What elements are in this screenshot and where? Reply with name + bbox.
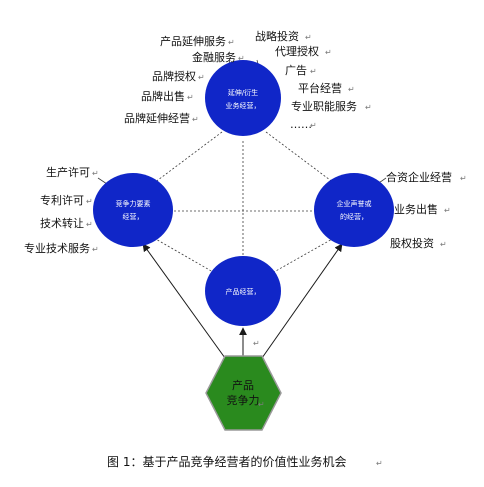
labels-top-left: 产品延伸服务 金融服务 品牌授权 品牌出售 品牌延伸经营 (124, 34, 236, 125)
connector-top-right (265, 131, 335, 184)
hexagon-shape (205, 355, 282, 431)
node-text-line1: 竞争力要素 (116, 199, 151, 208)
return-mark: ↵ (238, 54, 245, 63)
label-brand-license: 品牌授权 (152, 69, 196, 83)
return-marks-left: ↵ ↵ ↵ ↵ (86, 169, 99, 254)
label-tech-transfer: 技术转让 (40, 216, 84, 230)
return-marks-top-left: ↵ ↵ ↵ ↵ ↵ (187, 38, 245, 124)
return-mark: ↵ (92, 245, 99, 254)
return-mark: ↵ (325, 48, 332, 57)
node-extended-business: 延伸/衍生 业务经营， (205, 60, 281, 136)
return-mark: ↵ (86, 197, 93, 206)
hexagon-text-line1: 产品 (232, 378, 254, 392)
node-text-line1: 延伸/衍生 (228, 88, 258, 97)
label-tech-services: 专业技术服务 (24, 241, 90, 255)
node-circle (93, 173, 173, 247)
labels-left: 生产许可 专利许可 技术转让 专业技术服务 (24, 165, 90, 255)
node-reputation: 企业声誉或 的经营， (314, 173, 394, 247)
label-platform: 平台经营 (298, 81, 342, 95)
return-mark: ↵ (440, 240, 447, 249)
label-strategic-investment: 战略投资 (255, 29, 299, 43)
return-mark: ↵ (310, 121, 317, 130)
label-product-extension: 产品延伸服务 (160, 34, 226, 48)
node-circle (205, 60, 281, 136)
return-mark: ↵ (228, 38, 235, 47)
label-joint-venture: 合资企业经营 (386, 170, 452, 184)
return-mark: ↵ (305, 33, 312, 42)
label-patent-license: 专利许可 (40, 193, 84, 207)
node-circle (205, 256, 281, 326)
node-circle (314, 173, 394, 247)
return-mark: ↵ (253, 339, 260, 348)
connector-left-center (153, 237, 214, 273)
labels-right: 合资企业经营 业务出售 股权投资 (386, 170, 452, 250)
label-agency-license: 代理授权 (275, 44, 319, 58)
node-text-line2: 业务经营， (226, 101, 261, 110)
return-mark: ↵ (460, 174, 467, 183)
arrow-to-right (261, 243, 343, 359)
return-mark: ↵ (365, 103, 372, 112)
node-text-line1: 企业声誉或 (337, 199, 372, 208)
label-ellipsis: …… (290, 118, 312, 131)
node-competitive-factors: 竞争力要素 经营， (93, 173, 173, 247)
label-equity-investment: 股权投资 (390, 236, 434, 250)
return-mark: ↵ (348, 85, 355, 94)
label-advertising: 广告 (285, 64, 307, 77)
labels-top-right: 战略投资 代理授权 广告 平台经营 专业职能服务 …… (255, 29, 357, 131)
arrow-to-left (142, 243, 226, 359)
return-mark: ↵ (198, 73, 205, 82)
return-mark: ↵ (310, 67, 317, 76)
label-finance: 金融服务 (192, 50, 236, 64)
label-brand-sale: 品牌出售 (141, 89, 185, 103)
connector-right-center (273, 237, 335, 273)
node-text-line2: 的经营， (340, 212, 368, 221)
dotted-connections (153, 131, 335, 273)
return-marks-right: ↵ ↵ ↵ (440, 174, 467, 249)
hexagon-text-line2: 竞争力 (227, 393, 260, 407)
node-text-line2: 经营， (123, 212, 144, 221)
return-mark: ↵ (376, 459, 383, 468)
label-business-sale: 业务出售 (394, 202, 438, 216)
return-mark: ↵ (92, 169, 99, 178)
connector-top-left (153, 131, 223, 184)
label-brand-extension: 品牌延伸经营 (124, 111, 190, 125)
return-mark: ↵ (187, 93, 194, 102)
label-production-license: 生产许可 (46, 165, 90, 179)
return-mark: ↵ (444, 206, 451, 215)
return-mark: ↵ (86, 220, 93, 229)
return-mark: ↵ (258, 400, 265, 409)
node-product-competitiveness: 产品 竞争力 (205, 355, 282, 431)
return-mark: ↵ (192, 115, 199, 124)
label-professional-services: 专业职能服务 (291, 99, 357, 113)
arrows (142, 243, 343, 359)
figure-caption: 图 1：基于产品竞争经营者的价值性业务机会 (107, 454, 346, 469)
return-marks-top-right: ↵ ↵ ↵ ↵ ↵ ↵ (305, 33, 372, 130)
node-text-line1: 产品经营， (226, 287, 261, 296)
node-product-operation: 产品经营， (205, 256, 281, 326)
